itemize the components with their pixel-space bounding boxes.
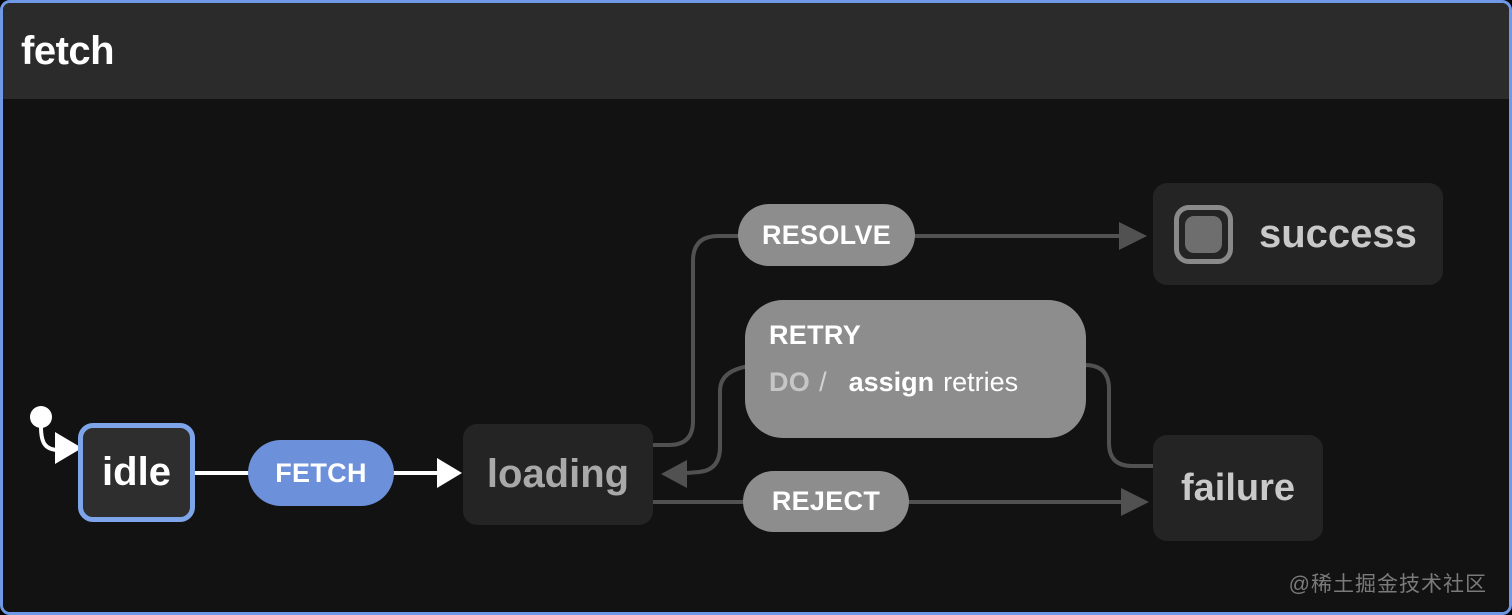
retry-action-row: DO / assign retries <box>769 367 1018 398</box>
retry-action-name: assign <box>848 367 935 397</box>
state-label-idle: idle <box>102 450 171 494</box>
event-label-resolve: RESOLVE <box>761 219 892 250</box>
event-pill-reject[interactable]: REJECT <box>743 471 909 532</box>
retry-action-arg: retries <box>943 367 1019 397</box>
do-slash: / <box>819 367 827 397</box>
machine-title: fetch <box>21 28 115 73</box>
watermark: @稀土掘金技术社区 <box>1288 573 1487 596</box>
event-pill-fetch[interactable]: FETCH <box>248 440 394 506</box>
do-keyword: DO <box>769 367 811 397</box>
event-label-reject: REJECT <box>771 486 881 516</box>
event-label-retry: RETRY <box>769 320 862 350</box>
state-node-loading[interactable]: loading <box>463 424 653 525</box>
state-node-success[interactable]: success <box>1153 183 1443 285</box>
state-label-failure: failure <box>1180 466 1296 509</box>
event-label-fetch: FETCH <box>275 457 367 488</box>
state-label-loading: loading <box>486 452 630 496</box>
final-state-icon <box>1174 204 1233 264</box>
state-node-idle[interactable]: idle <box>78 423 195 522</box>
state-node-failure[interactable]: failure <box>1153 435 1323 541</box>
event-pill-retry[interactable]: RETRY DO / assign retries <box>745 300 1086 438</box>
machine-header: fetch <box>3 3 1509 99</box>
state-label-success: success <box>1259 211 1417 256</box>
event-pill-resolve[interactable]: RESOLVE <box>738 204 915 266</box>
